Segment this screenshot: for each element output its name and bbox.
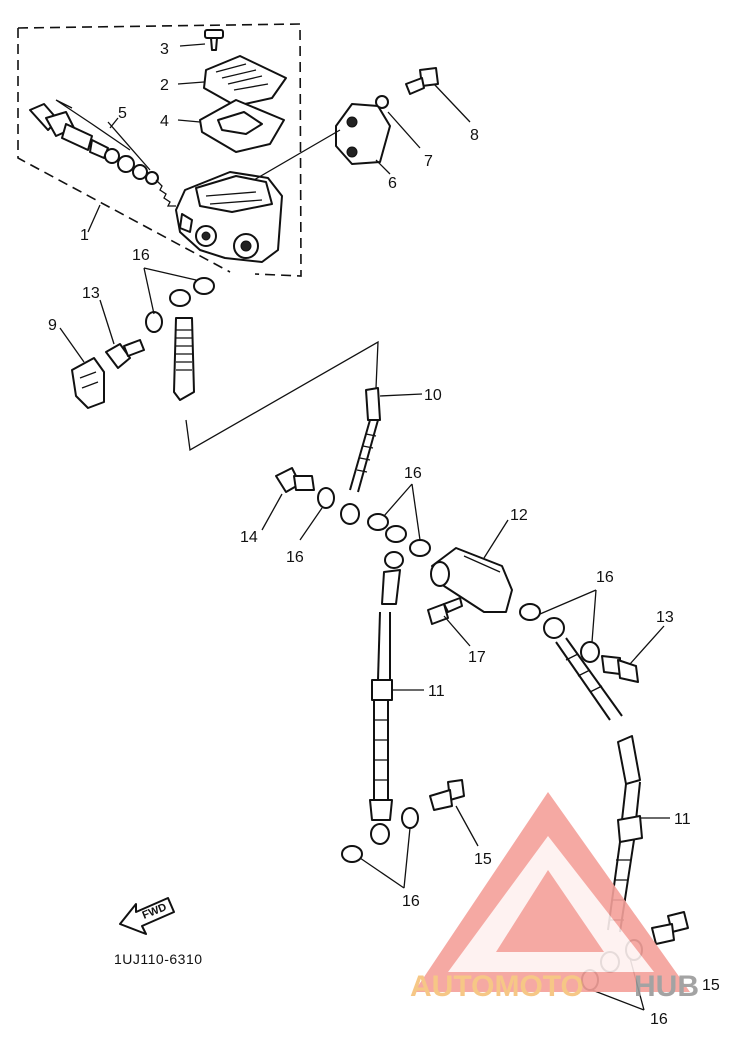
callout-11-a: 11 (428, 683, 445, 700)
hose-continuation-line (185, 340, 379, 452)
callout-3: 3 (160, 41, 169, 58)
washer-14 (317, 487, 335, 509)
leader-17 (443, 615, 471, 647)
leader-1 (87, 204, 101, 233)
junction-washers (367, 513, 431, 557)
leader-12 (483, 519, 509, 559)
leader-16-lower-left (359, 827, 411, 889)
callout-4: 4 (160, 113, 169, 130)
reservoir-cap (203, 55, 287, 107)
leader-8 (433, 83, 471, 123)
callout-16-c: 16 (286, 549, 304, 566)
leader-14 (261, 493, 283, 531)
master-cylinder-body (175, 171, 283, 263)
leader-13-upper (99, 299, 115, 345)
bolt-17 (427, 597, 463, 625)
washer-7 (375, 95, 389, 109)
leader-16-upper (143, 267, 197, 315)
leader-2 (177, 81, 205, 85)
leader-15-left (455, 805, 479, 847)
union-bolt-13-right (601, 655, 639, 683)
rubber-boot (71, 357, 105, 409)
assembly-box-outline (17, 23, 302, 277)
callout-11-b: 11 (674, 811, 691, 828)
watermark-text-hub: HUB (634, 970, 699, 1003)
holder-link-line (253, 129, 341, 181)
brake-hose-joint (385, 525, 513, 613)
leader-7 (387, 111, 421, 149)
brake-hose-10 (340, 387, 381, 525)
union-bolt-14 (275, 467, 315, 493)
leader-13-right (629, 625, 665, 665)
leader-4 (177, 119, 201, 123)
lever-holder (335, 103, 391, 165)
leader-10 (379, 393, 423, 397)
leader-16-mid-left (299, 507, 323, 541)
brake-hose-upper-end (169, 289, 195, 401)
callout-13-a: 13 (82, 285, 100, 302)
callout-12: 12 (510, 507, 528, 524)
leader-6 (375, 159, 391, 175)
brake-hose-11-left (369, 551, 404, 845)
callout-16-f: 16 (650, 1011, 668, 1028)
callout-6: 6 (388, 175, 397, 192)
callout-8: 8 (470, 127, 479, 144)
callout-16-a: 16 (132, 247, 150, 264)
washers-right (519, 603, 600, 663)
callout-15-b: 15 (702, 977, 720, 994)
callout-9: 9 (48, 317, 57, 334)
union-bolt-15-right (651, 911, 689, 945)
piston-kit (29, 99, 176, 207)
leader-16-right (539, 589, 597, 643)
callout-14: 14 (240, 529, 258, 546)
leader-5 (109, 117, 119, 129)
callout-1: 1 (80, 227, 89, 244)
leader-9 (59, 327, 85, 363)
reservoir-diaphragm (199, 99, 285, 153)
copper-washers-upper (145, 277, 215, 333)
callout-5: 5 (118, 105, 127, 122)
leader-3 (179, 43, 206, 47)
leader-16-mid (383, 483, 421, 541)
callout-10: 10 (424, 387, 442, 404)
callout-7: 7 (424, 153, 433, 170)
callout-17: 17 (468, 649, 486, 666)
callout-2: 2 (160, 77, 169, 94)
callout-16-e: 16 (402, 893, 420, 910)
callout-13-b: 13 (656, 609, 674, 626)
bolt-8 (405, 67, 439, 95)
callout-16-d: 16 (596, 569, 614, 586)
cap-screw (204, 29, 224, 51)
callout-16-b: 16 (404, 465, 422, 482)
union-bolt-15-left (429, 779, 465, 811)
watermark-logo: AUTOMOTO HUB (410, 792, 699, 1003)
watermark-text-automoto: AUTOMOTO (410, 970, 584, 1003)
union-bolt-13-upper (105, 339, 145, 369)
forward-arrow-icon: FWD (119, 897, 175, 935)
part-code-label: 1UJ110-6310 (114, 951, 203, 967)
callout-15-a: 15 (474, 851, 492, 868)
